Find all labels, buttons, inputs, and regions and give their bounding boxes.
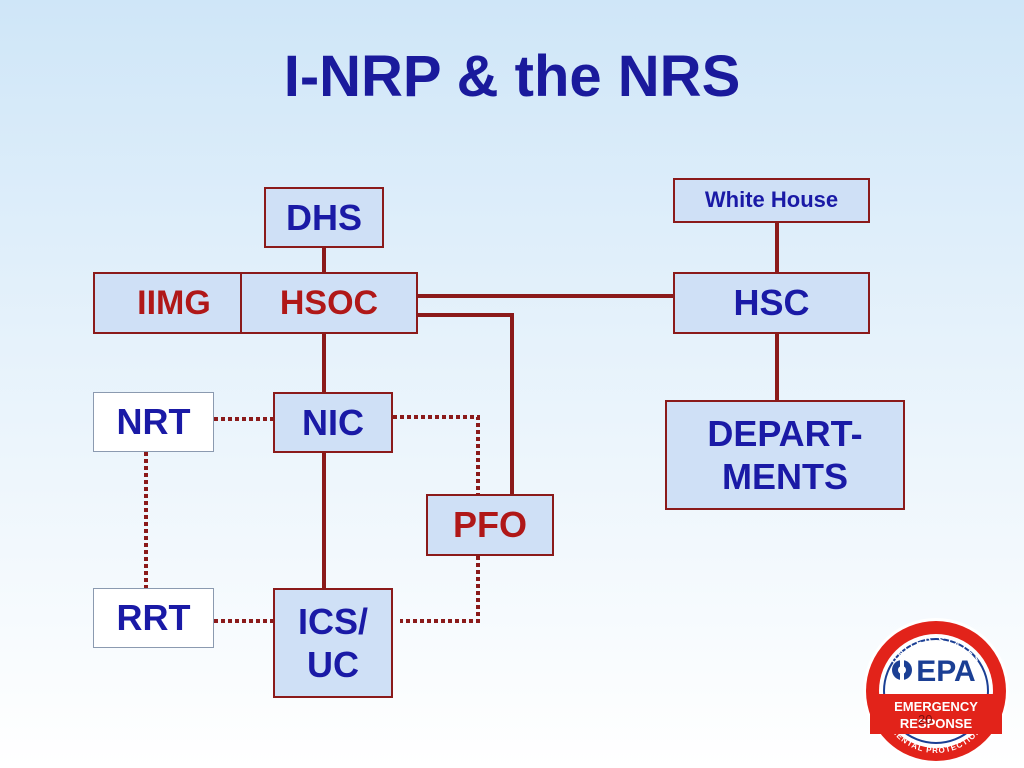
line-hsoc-pfo: [418, 313, 514, 494]
departments-line-2: MENTS: [722, 456, 848, 497]
white-house-box: White House: [673, 178, 870, 223]
seal-banner-line-1: EMERGENCY: [894, 699, 978, 714]
dhs-box: DHS: [264, 187, 384, 248]
dotted-pfo-ics: [400, 556, 480, 623]
pfo-box: PFO: [426, 494, 554, 556]
epa-seal-logo: UNITED STATES ENVIRONMENTAL PROTECTION A…: [858, 615, 1009, 764]
hsoc-box: HSOC: [240, 272, 418, 334]
seal-epa-text: EPA: [916, 655, 975, 688]
nic-box: NIC: [273, 392, 393, 453]
seal-banner-line-2: RESPONSE: [900, 716, 973, 731]
page-number: 20: [918, 712, 933, 727]
slide-title: I-NRP & the NRS: [283, 44, 741, 109]
departments-box: DEPART- MENTS: [665, 400, 905, 510]
dotted-nic-pfo: [393, 415, 480, 494]
nrt-box: NRT: [93, 392, 214, 452]
epa-flower-icon: [892, 660, 912, 680]
rrt-box: RRT: [93, 588, 214, 648]
ics-line-2: UC: [307, 644, 359, 685]
departments-line-1: DEPART-: [707, 412, 863, 454]
ics-line-1: ICS/: [297, 600, 368, 642]
hsc-box: HSC: [673, 272, 870, 334]
iimg-box: IIMG: [93, 272, 255, 334]
ics-uc-box: ICS/ UC: [273, 588, 393, 698]
